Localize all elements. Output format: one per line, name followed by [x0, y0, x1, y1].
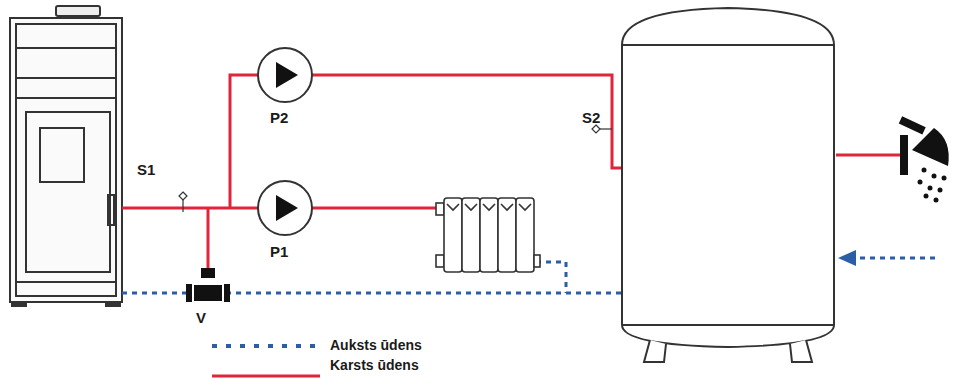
- legend-sample: [212, 375, 320, 378]
- pump-symbol: [258, 48, 312, 235]
- part-label: V: [196, 310, 206, 327]
- water-tank: [622, 8, 834, 362]
- legend-sample: [212, 344, 320, 348]
- part-label: P1: [270, 244, 288, 261]
- part-label: S2: [582, 110, 600, 127]
- sensor-symbol: [179, 125, 612, 212]
- pellet-stove: [10, 6, 122, 306]
- inlet-arrow: [838, 250, 856, 266]
- legend-text: Auksts ūdens: [330, 338, 422, 353]
- part-label: P2: [270, 110, 288, 127]
- part-label: S1: [137, 162, 155, 179]
- valve: [186, 268, 230, 302]
- radiator: [436, 198, 540, 272]
- legend-text: Karsts ūdens: [330, 358, 419, 373]
- shower-head: [899, 116, 949, 202]
